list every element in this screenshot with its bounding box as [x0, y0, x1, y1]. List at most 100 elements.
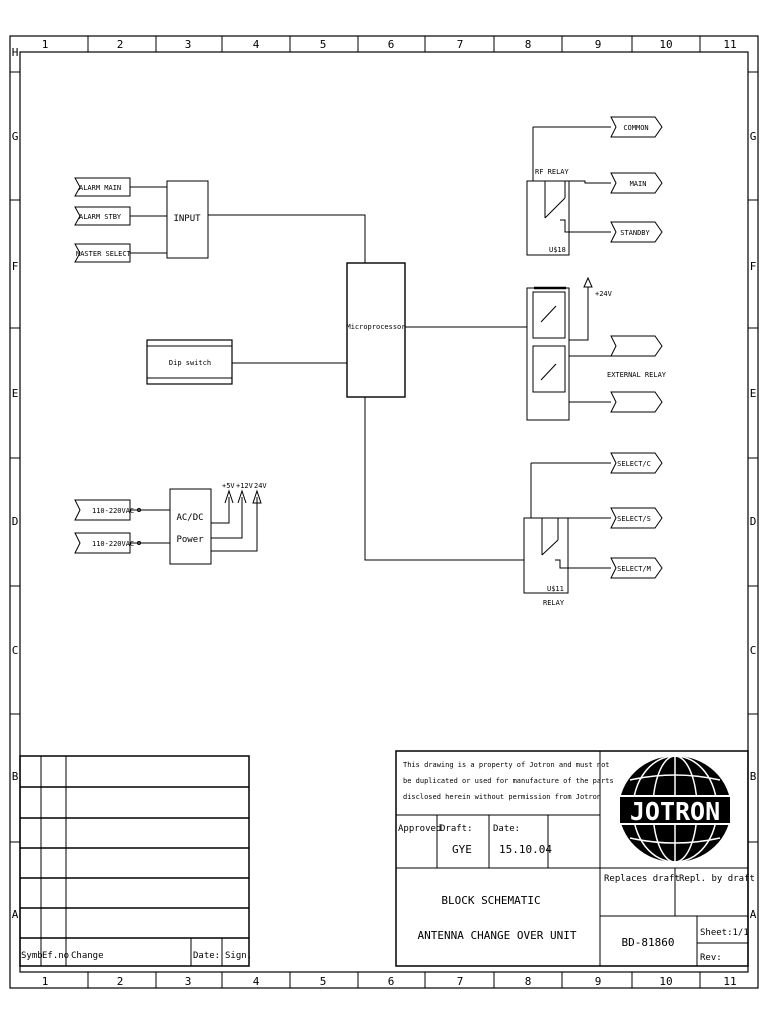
select-s-label: SELECT/S: [617, 515, 651, 523]
select-relay: [523, 452, 663, 594]
external-relay-supply: +24V: [595, 290, 613, 298]
row-label: C: [750, 644, 757, 657]
microprocessor-label: Microprocessor: [346, 323, 405, 331]
rev-label: Rev:: [700, 953, 722, 963]
select-m-label: SELECT/M: [617, 565, 651, 573]
column-label: 10: [659, 38, 672, 51]
external-relay: [526, 276, 663, 421]
row-label: F: [12, 260, 19, 273]
column-label: 4: [253, 975, 260, 988]
zone-ticks: [10, 36, 758, 988]
row-label: D: [12, 515, 19, 528]
notice-line-2: be duplicated or used for manufacture of…: [403, 777, 614, 785]
column-label: 9: [595, 975, 602, 988]
rail-5v-label: +5V: [222, 482, 235, 490]
row-label: C: [12, 644, 19, 657]
row-label: B: [12, 770, 19, 783]
row-label: E: [750, 387, 757, 400]
column-label: 5: [320, 38, 327, 51]
replaced-by-label: Repl. by draft: [679, 874, 755, 884]
column-label: 3: [185, 38, 192, 51]
drawing-number: BD-81860: [622, 936, 675, 949]
replaces-draft-label: Replaces draft: [604, 874, 680, 884]
dip-switch-block: [146, 339, 347, 385]
acdc-power-label-2: Power: [176, 535, 204, 545]
ac-input-1-label: 110-220VAC: [92, 507, 134, 515]
alarm-main-label: ALARM MAIN: [79, 184, 121, 192]
row-label: H: [12, 46, 19, 59]
rf-relay: [526, 116, 663, 256]
drawing-title-line-2: ANTENNA CHANGE OVER UNIT: [418, 929, 577, 942]
row-label: B: [750, 770, 757, 783]
input-connectors: [74, 177, 167, 263]
power-rails: [211, 489, 262, 552]
draft-value: GYE: [452, 843, 472, 856]
rev-header-efno: Ef.no: [42, 951, 69, 961]
row-labels-left: H G F E D C B A: [12, 46, 19, 921]
drawing-title-line-1: BLOCK SCHEMATIC: [441, 894, 540, 907]
alarm-stby-label: ALARM STBY: [79, 213, 122, 221]
microprocessor-block: [346, 262, 406, 398]
input-block: [166, 180, 209, 259]
rev-header-symb: Symb: [21, 951, 43, 961]
column-label: 7: [457, 975, 464, 988]
rev-header-date: Date:: [193, 951, 220, 961]
date-value: 15.10.04: [499, 843, 552, 856]
column-label: 6: [388, 975, 395, 988]
ac-input-2-label: 110-220VAC: [92, 540, 134, 548]
master-select-label: MASTER SELECT: [76, 250, 132, 258]
rf-relay-id: U$18: [549, 246, 566, 254]
rail-24v-label: 24V: [254, 482, 267, 490]
select-relay-label: RELAY: [543, 599, 565, 607]
logo-wordmark: JOTRON: [630, 797, 720, 826]
column-label: 8: [525, 975, 532, 988]
rev-header-sign: Sign.: [225, 951, 252, 961]
rf-main-label: MAIN: [630, 180, 647, 188]
column-label: 3: [185, 975, 192, 988]
acdc-power-label-1: AC/DC: [176, 513, 203, 523]
row-label: A: [750, 908, 757, 921]
column-label: 10: [659, 975, 672, 988]
column-label: 2: [117, 975, 124, 988]
column-labels-bottom: 1 2 3 4 5 6 7 8 9 10 11: [42, 975, 737, 988]
approved-label: Approved: [398, 824, 441, 834]
column-label: 9: [595, 38, 602, 51]
column-label: 1: [42, 38, 49, 51]
title-block: [395, 750, 749, 967]
column-labels-top: 1 2 3 4 5 6 7 8 9 10 11: [42, 38, 737, 51]
notice-line-1: This drawing is a property of Jotron and…: [403, 761, 610, 769]
rf-standby-label: STANDBY: [620, 229, 650, 237]
select-c-label: SELECT/C: [617, 460, 651, 468]
row-label: G: [750, 130, 757, 143]
drawing-frame: [9, 35, 759, 989]
external-relay-label: EXTERNAL RELAY: [607, 371, 667, 379]
rev-header-change: Change: [71, 951, 104, 961]
notice-line-3: disclosed herein without permission from…: [403, 793, 601, 801]
row-label: E: [12, 387, 19, 400]
column-label: 8: [525, 38, 532, 51]
row-label: A: [12, 908, 19, 921]
row-label: D: [750, 515, 757, 528]
column-label: 11: [723, 38, 736, 51]
jotron-logo: JOTRON: [618, 755, 732, 863]
column-label: 2: [117, 38, 124, 51]
row-label: F: [750, 260, 757, 273]
draft-label: Draft:: [440, 824, 473, 834]
row-label: G: [12, 130, 19, 143]
date-label: Date:: [493, 824, 520, 834]
power-connectors: [74, 499, 170, 554]
column-label: 4: [253, 38, 260, 51]
rf-common-label: COMMON: [623, 124, 648, 132]
acdc-power-block: [169, 488, 212, 565]
rf-relay-title: RF RELAY: [535, 168, 570, 176]
select-relay-id: U$11: [547, 585, 564, 593]
column-label: 7: [457, 38, 464, 51]
rail-12v-label: +12V: [236, 482, 254, 490]
revision-table: [19, 755, 250, 967]
dip-switch-label: Dip switch: [169, 359, 211, 367]
column-label: 6: [388, 38, 395, 51]
row-labels-right: G F E D C B A: [750, 130, 757, 921]
input-block-label: INPUT: [173, 214, 201, 224]
column-label: 11: [723, 975, 736, 988]
